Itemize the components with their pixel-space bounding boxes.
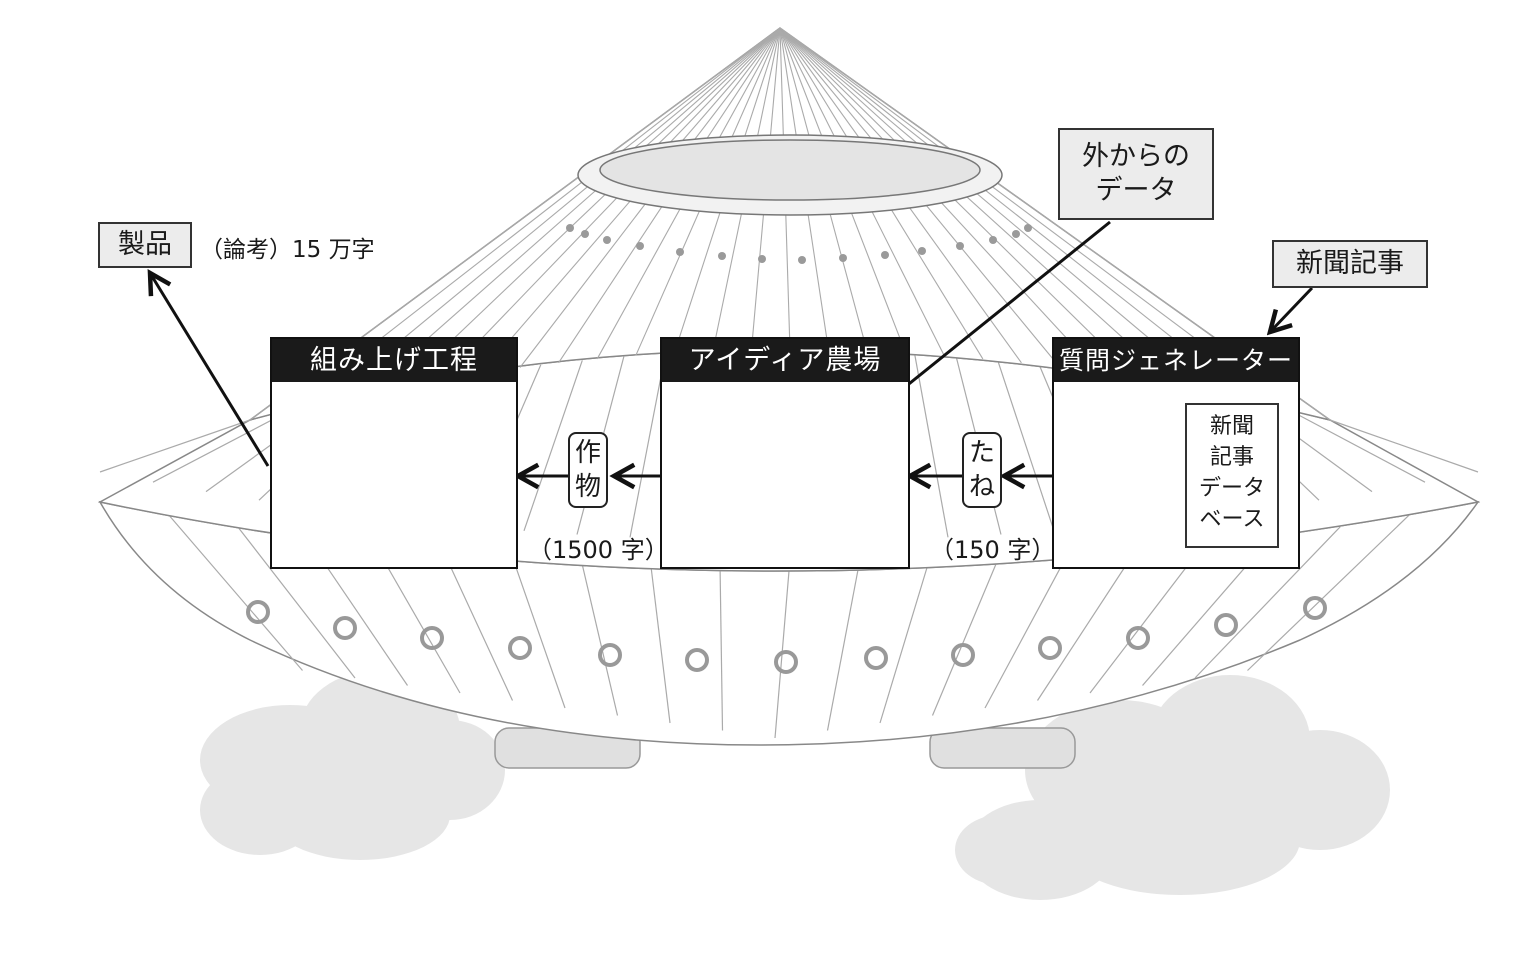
hull-rib xyxy=(512,559,566,709)
news-database-box: 新聞 記事 データ ベース xyxy=(1185,403,1279,548)
arrow-news-articles xyxy=(1270,286,1314,332)
external-data-line2: データ xyxy=(1095,175,1177,206)
rim-line xyxy=(914,353,949,538)
assembly-stage-title: 組み上げ工程 xyxy=(272,339,516,382)
idea-farm-stage: アイディア農場 xyxy=(660,337,910,569)
dome-dot xyxy=(566,224,574,232)
product-note: （論考）15 万字 xyxy=(200,237,375,263)
cloud-right xyxy=(955,675,1390,900)
crop-char2: 物 xyxy=(574,472,601,502)
news-database-line3: データ xyxy=(1198,476,1265,501)
news-articles-label: 新聞記事 xyxy=(1272,240,1428,288)
seed-char2: ね xyxy=(968,472,995,502)
dome-dot xyxy=(881,251,889,259)
dome-dot xyxy=(1024,224,1032,232)
dome-dot xyxy=(1012,230,1020,238)
rim-line xyxy=(152,409,292,483)
hull-ring xyxy=(1303,596,1327,620)
rim-line xyxy=(997,360,1055,531)
hull-ring xyxy=(685,648,709,672)
seed-char1: た xyxy=(968,438,995,468)
product-label: 製品 xyxy=(98,222,192,268)
hull-ring xyxy=(333,616,357,640)
hull-ring xyxy=(1038,636,1062,660)
dome-dot xyxy=(676,248,684,256)
dome-line xyxy=(779,27,1215,394)
rim-line xyxy=(523,360,583,531)
hull-ring xyxy=(1214,613,1238,637)
arrow-external-data xyxy=(884,220,1111,404)
dome-line xyxy=(779,27,1138,380)
hull-ring xyxy=(508,636,532,660)
hull-rib xyxy=(931,564,997,716)
news-database-line4: ベース xyxy=(1199,507,1265,532)
dome-dot xyxy=(581,230,589,238)
question-generator-stage-title: 質問ジェネレーター xyxy=(1054,339,1298,382)
dome-line xyxy=(442,27,781,380)
dome-dot xyxy=(918,247,926,255)
dome-dot xyxy=(718,252,726,260)
dome-dot xyxy=(636,242,644,250)
hull-rib xyxy=(826,570,859,731)
rim-line xyxy=(1288,409,1426,483)
top-ring-inner xyxy=(599,139,981,201)
hull-rib xyxy=(879,568,928,724)
news-database-line1: 新聞 xyxy=(1209,414,1254,439)
news-database-line2: 記事 xyxy=(1209,445,1254,470)
hull-rib xyxy=(1194,526,1341,679)
external-data-label: 外からの データ xyxy=(1058,128,1214,220)
hull-rib xyxy=(237,526,356,679)
dome-dot xyxy=(758,255,766,263)
assembly-stage: 組み上げ工程 xyxy=(270,337,518,569)
dome-dot xyxy=(989,236,997,244)
dome-dot xyxy=(839,254,847,262)
dome-dot xyxy=(798,256,806,264)
hull-rib xyxy=(650,568,671,724)
hull-ring xyxy=(951,643,975,667)
hull-rib xyxy=(443,553,514,701)
crop-char1: 作 xyxy=(574,438,601,468)
dome-dot xyxy=(603,236,611,244)
hull-rib xyxy=(1036,553,1135,701)
rim-line xyxy=(99,419,251,473)
landing-pads xyxy=(494,727,1076,769)
hull-ring xyxy=(1126,626,1150,650)
hull-rib xyxy=(719,570,724,731)
rim-line xyxy=(1329,419,1479,473)
seed-count: （150 字） xyxy=(930,536,1056,564)
rim-line xyxy=(629,353,666,538)
hull-rib xyxy=(168,514,303,671)
dome-line xyxy=(403,27,781,387)
hull-rib xyxy=(984,559,1066,709)
idea-farm-stage-title: アイディア農場 xyxy=(662,339,908,382)
hull-ring xyxy=(864,646,888,670)
crop-count: （1500 字） xyxy=(528,536,669,564)
dome-line xyxy=(365,27,781,394)
hull-rings xyxy=(246,596,1327,674)
hull-rib xyxy=(1089,545,1203,694)
hull-rib xyxy=(375,545,461,694)
hull-ring xyxy=(598,643,622,667)
dome-dot xyxy=(956,242,964,250)
dome-dots xyxy=(566,224,1032,264)
seed-tag: た ね xyxy=(962,432,1002,508)
external-data-line1: 外からの xyxy=(1082,141,1190,172)
hull-rib xyxy=(581,564,619,716)
hull-ring xyxy=(774,650,798,674)
hull-ring xyxy=(246,600,270,624)
hull-rib xyxy=(1247,514,1410,671)
crop-tag: 作 物 xyxy=(568,432,608,508)
hull-ring xyxy=(420,626,444,650)
hull-ribs xyxy=(168,514,1410,739)
dome-line xyxy=(779,27,1177,387)
arrow-to-product xyxy=(150,273,270,467)
